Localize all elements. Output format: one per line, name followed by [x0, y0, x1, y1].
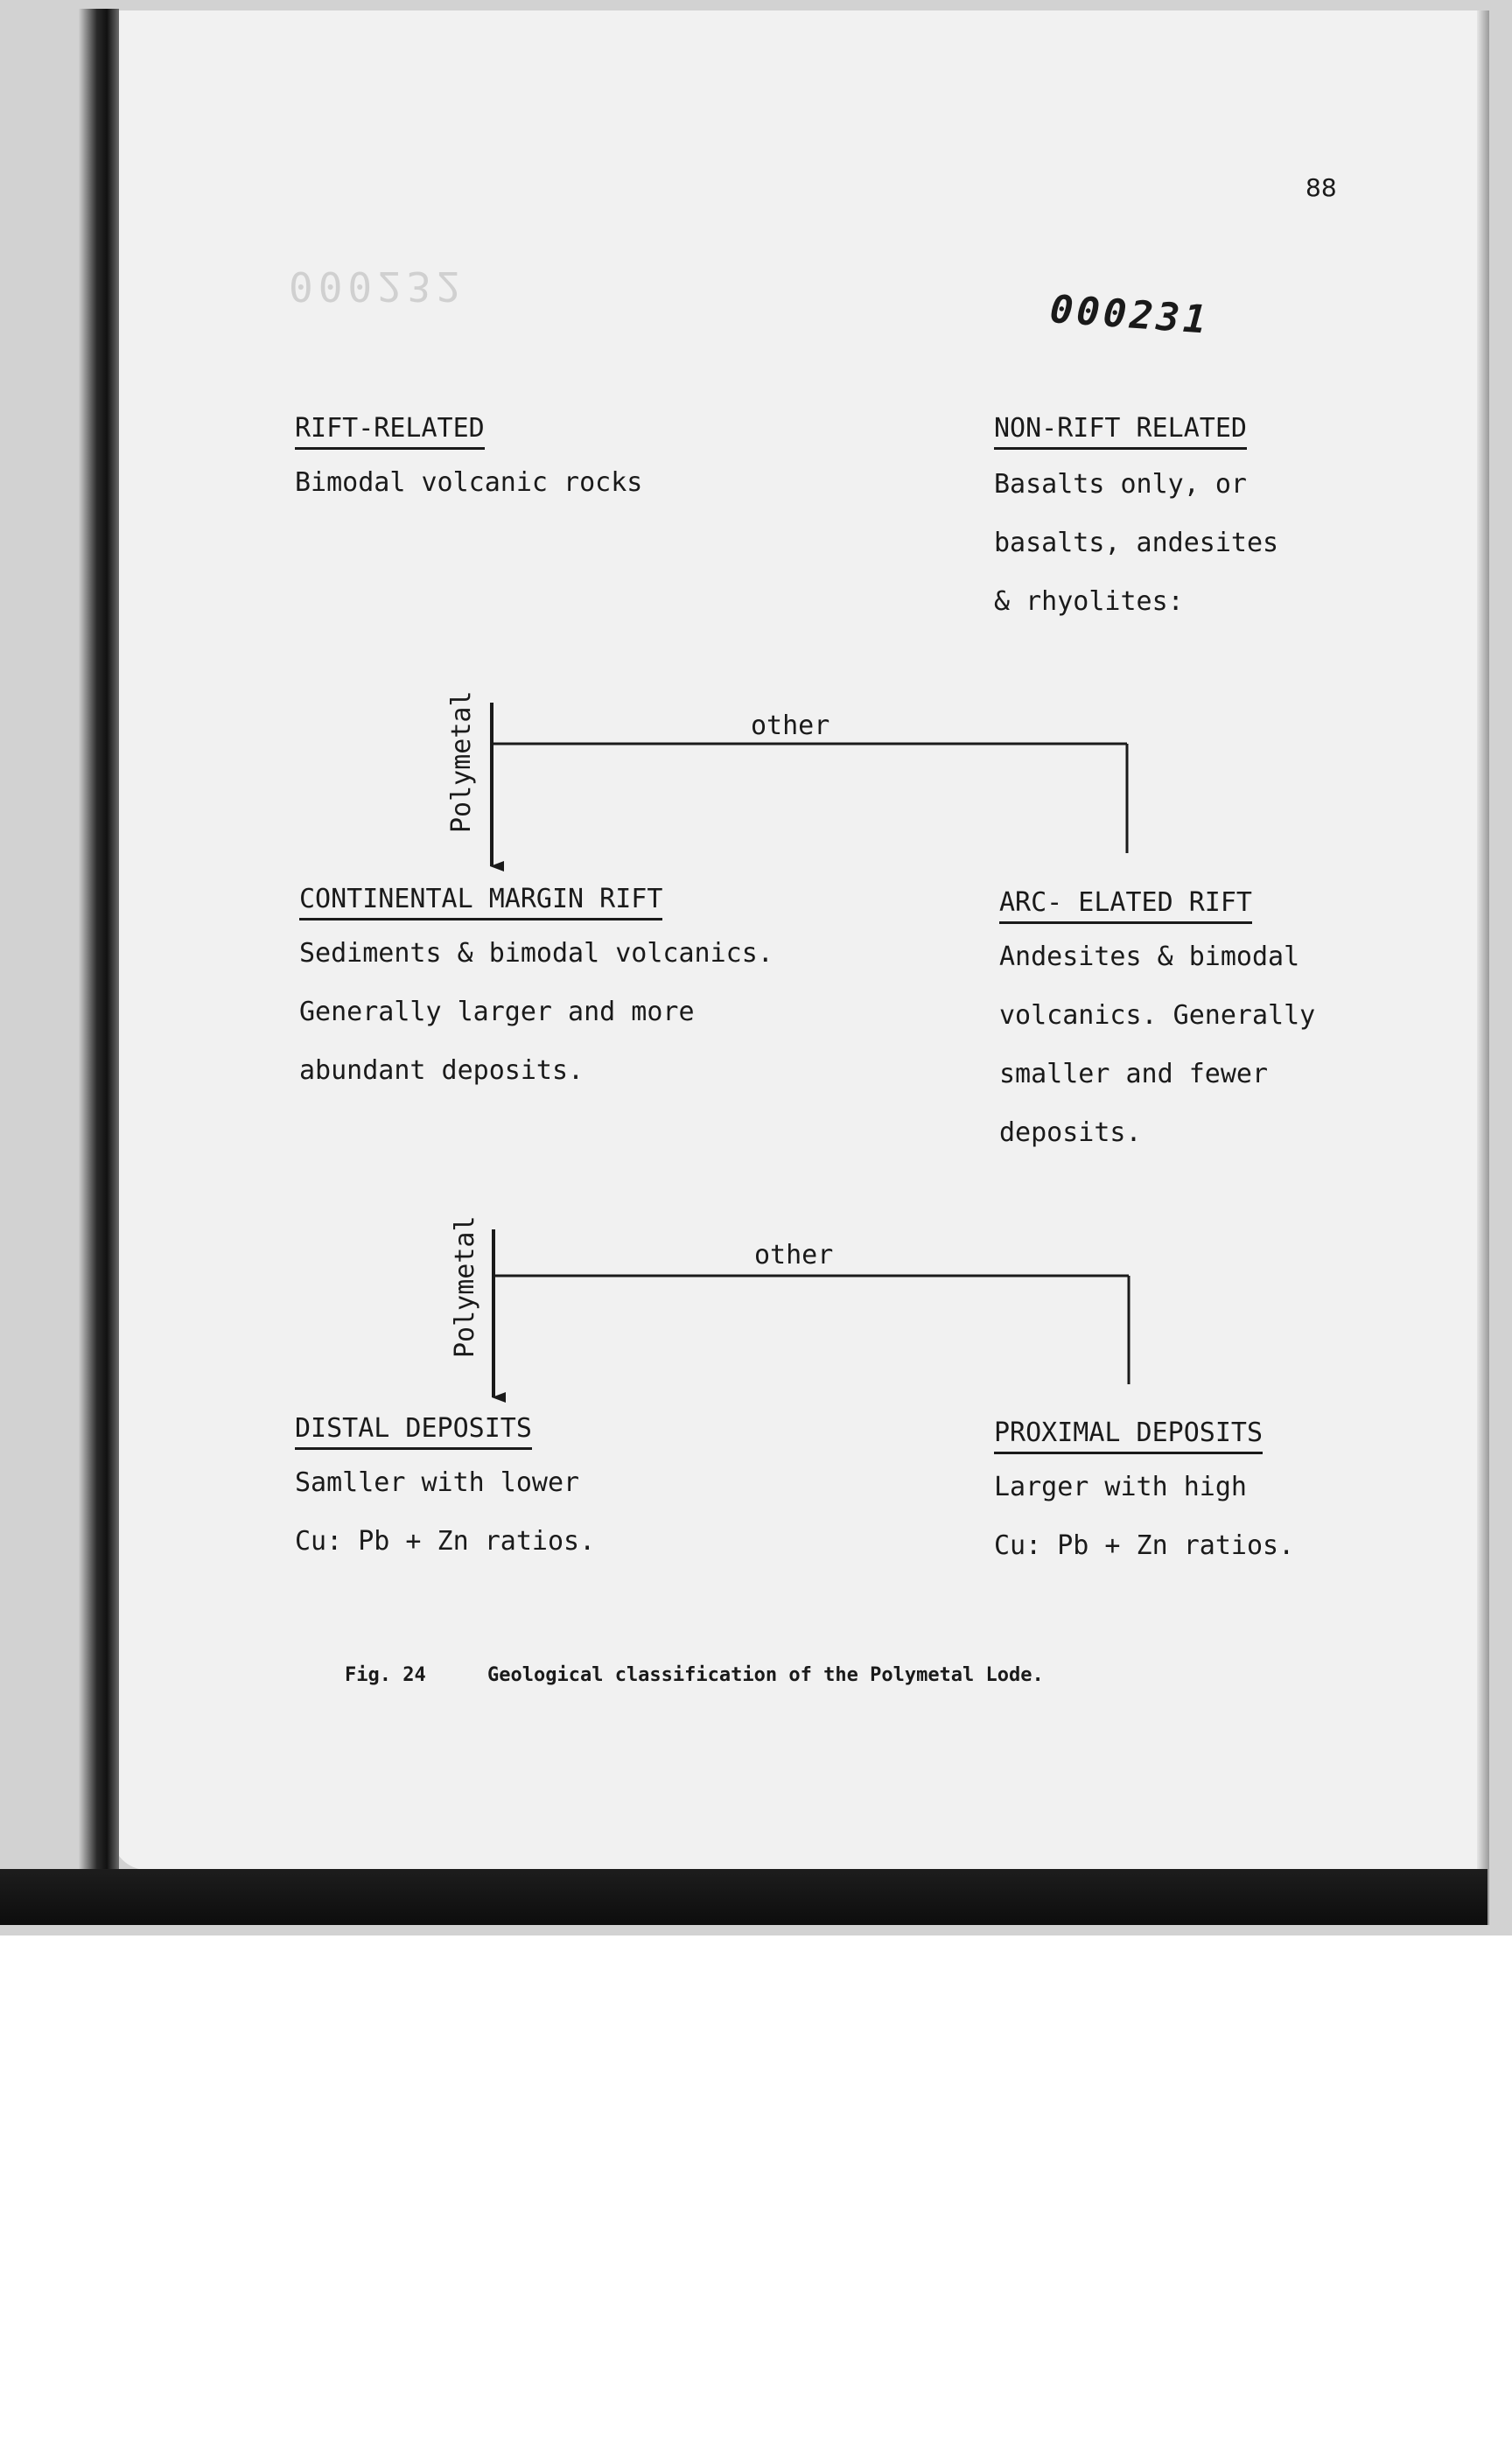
- non-rift-related-line: & rhyolites:: [994, 586, 1184, 617]
- arc-elated-rift-line: smaller and fewer: [999, 1059, 1269, 1089]
- distal-deposits-line: Cu: Pb + Zn ratios.: [295, 1526, 596, 1557]
- non-rift-related-line: basalts, andesites: [994, 528, 1279, 558]
- non-rift-related-heading: NON-RIFT RELATED: [994, 416, 1247, 450]
- proximal-deposits-heading: PROXIMAL DEPOSITS: [994, 1420, 1264, 1454]
- binding-shadow: [79, 9, 119, 1872]
- distal-deposits-heading: DISTAL DEPOSITS: [295, 1416, 532, 1450]
- continental-margin-rift-line: Generally larger and more: [299, 997, 695, 1027]
- page-number: 88: [1306, 173, 1337, 202]
- arc-elated-rift-line: Andesites & bimodal: [999, 942, 1300, 972]
- lower-other-label: other: [754, 1240, 834, 1270]
- arc-elated-rift-heading: ARC- ELATED RIFT: [999, 890, 1252, 924]
- continental-margin-rift-line: abundant deposits.: [299, 1055, 584, 1086]
- distal-deposits-line: Samller with lower: [295, 1467, 580, 1498]
- non-rift-related-line: Basalts only, or: [994, 469, 1247, 500]
- arc-elated-rift-line: deposits.: [999, 1117, 1142, 1148]
- continental-margin-rift-block: CONTINENTAL MARGIN RIFT Sediments & bimo…: [299, 886, 774, 1100]
- upper-other-label: other: [751, 710, 830, 741]
- upper-polymetal-label: Polymetal: [446, 690, 477, 833]
- page-edge: [1477, 10, 1489, 1925]
- continental-margin-rift-heading: CONTINENTAL MARGIN RIFT: [299, 886, 663, 920]
- arc-elated-rift-block: ARC- ELATED RIFT Andesites & bimodal vol…: [999, 890, 1315, 1162]
- non-rift-related-block: NON-RIFT RELATED Basalts only, or basalt…: [994, 416, 1278, 631]
- rift-related-heading: RIFT-RELATED: [295, 416, 485, 450]
- document-page: [112, 10, 1477, 1870]
- proximal-deposits-line: Cu: Pb + Zn ratios.: [994, 1530, 1295, 1561]
- continental-margin-rift-line: Sediments & bimodal volcanics.: [299, 938, 774, 969]
- rift-related-block: RIFT-RELATED Bimodal volcanic rocks: [295, 416, 642, 512]
- lower-polymetal-label: Polymetal: [450, 1215, 480, 1358]
- arc-elated-rift-line: volcanics. Generally: [999, 1000, 1316, 1031]
- rift-related-line: Bimodal volcanic rocks: [295, 467, 643, 498]
- proximal-deposits-line: Larger with high: [994, 1472, 1247, 1502]
- figure-caption: Geological classification of the Polymet…: [487, 1664, 1044, 1686]
- scan-bottom-edge: [0, 1869, 1488, 1925]
- distal-deposits-block: DISTAL DEPOSITS Samller with lower Cu: P…: [295, 1416, 595, 1571]
- proximal-deposits-block: PROXIMAL DEPOSITS Larger with high Cu: P…: [994, 1420, 1294, 1575]
- figure-label: Fig. 24: [345, 1664, 426, 1686]
